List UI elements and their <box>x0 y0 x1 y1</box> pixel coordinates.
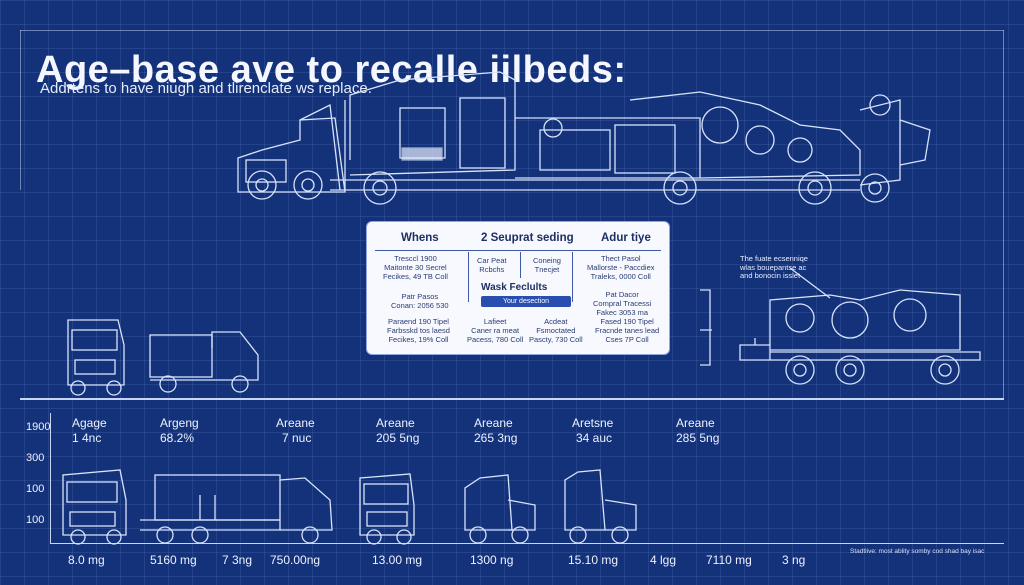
column-label-4: Areane <box>376 416 415 430</box>
panel-header-adur: Adur tiye <box>601 232 651 244</box>
column-value-1: 1 4nc <box>72 431 102 445</box>
y-tick-1900: 1900 <box>26 421 51 433</box>
column-label-2: Argeng <box>160 416 199 430</box>
bottom-truck-4-illustration <box>464 474 536 544</box>
panel-divider-right <box>572 252 573 302</box>
x-label-10: 3 ng <box>782 553 806 567</box>
panel-header-rule <box>375 250 661 251</box>
wash-results-label: Wask Feclults <box>481 282 548 293</box>
top-truck-assembly-illustration <box>237 71 931 205</box>
engine-truck-illustration <box>700 267 981 385</box>
column-label-6: Aretsne <box>572 416 614 430</box>
your-selection-button[interactable]: Your desection <box>481 296 571 307</box>
info-panel: Whens 2 Seuprat seding Adur tiye Tresccl… <box>366 221 670 355</box>
x-label-5: 13.00 mg <box>372 553 423 567</box>
bottom-truck-1-illustration <box>62 469 127 545</box>
section-divider-line <box>20 398 1004 400</box>
column-value-2: 68.2% <box>160 431 195 445</box>
column-value-7: 285 5ng <box>676 431 720 445</box>
y-tick-100-lower: 100 <box>26 514 45 526</box>
bottom-truck-3-illustration <box>359 473 415 545</box>
x-label-3: 7 3ng <box>222 553 253 567</box>
x-label-6: 1300 ng <box>470 553 514 567</box>
bottom-truck-2-illustration <box>140 474 333 544</box>
page-title: Age–base ave to recalle iilbeds: <box>36 49 627 92</box>
x-label-9: 7110 mg <box>706 553 752 567</box>
chart-baseline <box>50 543 1004 544</box>
y-tick-300: 300 <box>26 452 45 464</box>
column-value-6: 34 auc <box>576 431 613 445</box>
column-value-3: 7 nuc <box>282 431 312 445</box>
x-label-4: 750.00ng <box>270 553 321 567</box>
column-label-5: Areane <box>474 416 513 430</box>
x-label-8: 4 lgg <box>650 553 677 567</box>
panel-center-arrow <box>520 252 521 278</box>
bottom-truck-5-illustration <box>564 469 637 544</box>
frame-right-line <box>1003 30 1004 400</box>
panel-header-seuprat: 2 Seuprat seding <box>481 232 574 244</box>
y-tick-100-upper: 100 <box>26 483 45 495</box>
panel-header-whens: Whens <box>401 232 439 244</box>
column-label-7: Areane <box>676 416 715 430</box>
column-label-3: Areane <box>276 416 315 430</box>
chart-footnote: Stadtlive: most ablity somby cod shad ba… <box>850 548 985 555</box>
column-label-1: Agage <box>72 416 107 430</box>
frame-left-line <box>20 30 21 190</box>
x-label-1: 8.0 mg <box>68 553 105 567</box>
panel-divider-left <box>468 252 469 302</box>
column-value-4: 205 5ng <box>376 431 420 445</box>
frame-top-line <box>20 30 1004 31</box>
small-truck-front-illustration <box>67 319 125 396</box>
x-label-7: 15.10 mg <box>568 553 619 567</box>
small-box-truck-illustration <box>149 331 259 393</box>
column-value-5: 265 3ng <box>474 431 518 445</box>
chart-axis-line <box>50 413 51 543</box>
x-label-2: 5160 mg <box>150 553 197 567</box>
page-subtitle: Addrtens to have niugh and tlirenclate w… <box>40 80 372 97</box>
